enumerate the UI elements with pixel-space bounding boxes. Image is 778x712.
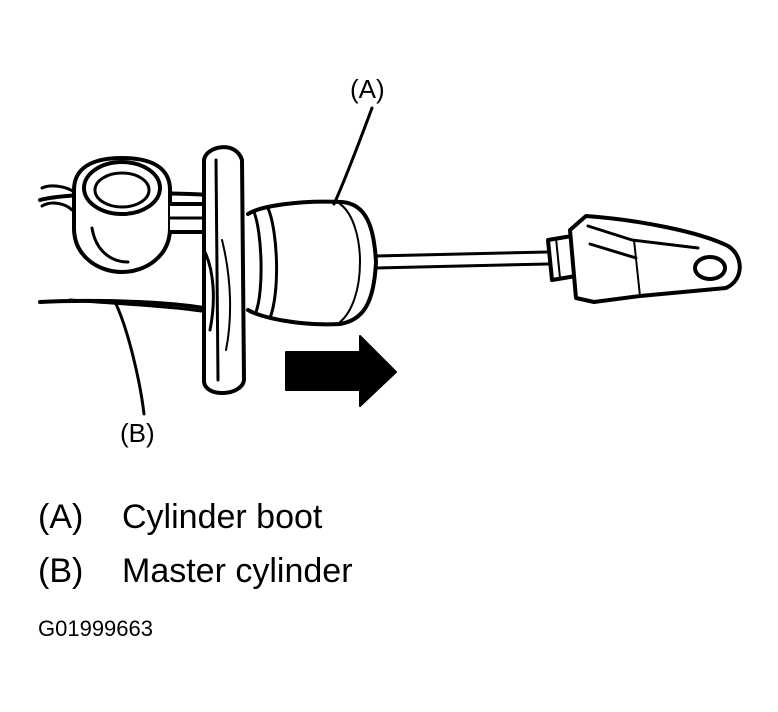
leader-line-b (114, 302, 146, 416)
callout-b-label: (B) (120, 418, 155, 448)
legend-item-cylinder-boot: (A) Cylinder boot (38, 500, 322, 534)
push-rod (374, 250, 550, 270)
legend-key: (A) (38, 498, 84, 536)
leader-line-a (332, 106, 374, 206)
mounting-flange (202, 145, 246, 396)
reservoir-port (72, 156, 172, 274)
clevis (568, 214, 742, 304)
cylinder-boot (246, 199, 378, 327)
callout-a-label: (A) (350, 74, 385, 104)
legend-label: Master cylinder (122, 552, 353, 590)
legend-key: (B) (38, 552, 84, 590)
legend-label: Cylinder boot (122, 498, 323, 536)
legend-item-master-cylinder: (B) Master cylinder (38, 554, 353, 588)
figure-id: G01999663 (38, 616, 153, 641)
direction-arrow (285, 335, 397, 407)
